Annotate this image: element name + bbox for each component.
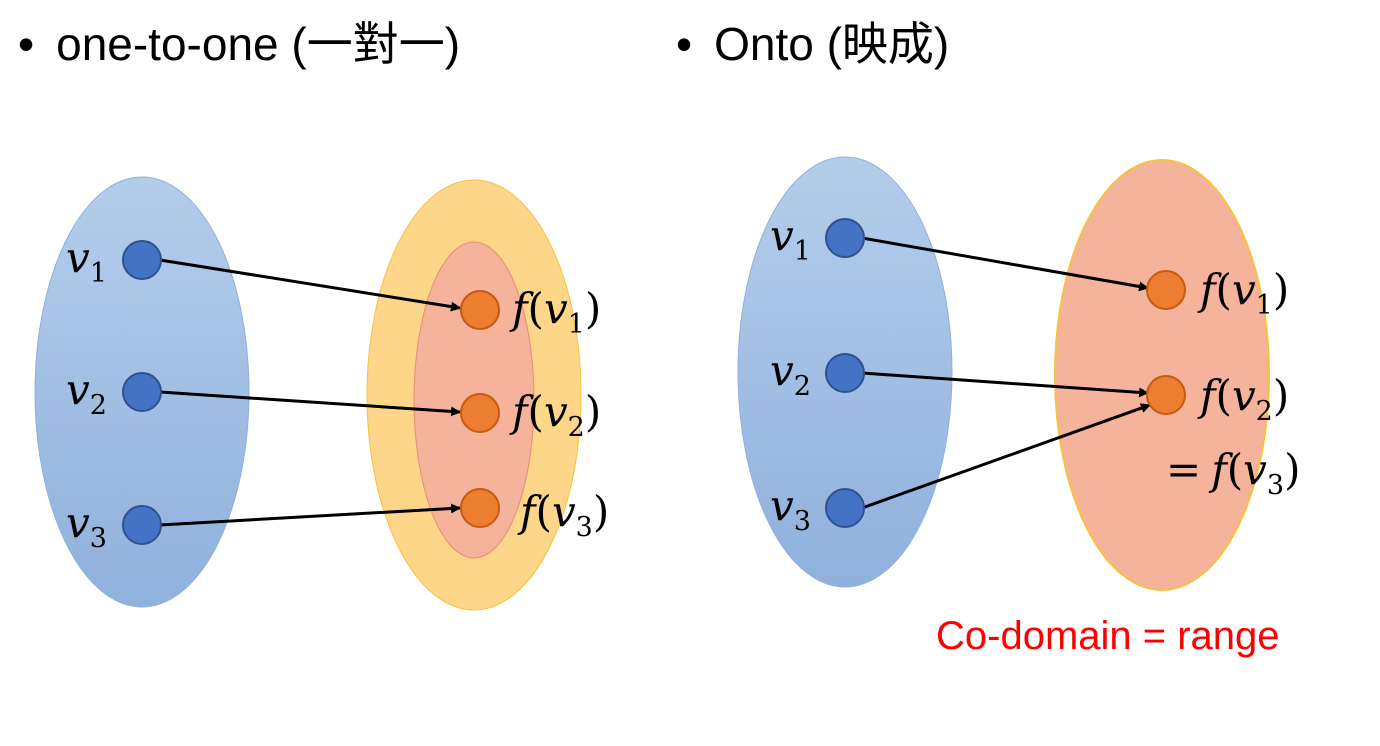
mapping-arrow bbox=[159, 258, 461, 312]
bullet-marker: • bbox=[18, 18, 35, 70]
domain-point bbox=[825, 353, 865, 393]
onto-diagram: v1 v2 v3 f(v1) f(v2) =f(v3) bbox=[737, 156, 1300, 591]
domain-label: v2 bbox=[66, 365, 107, 421]
bullet-marker: • bbox=[676, 18, 693, 70]
range-point bbox=[1146, 375, 1186, 415]
domain-label: v3 bbox=[66, 498, 107, 554]
image-label: f(v1) bbox=[1197, 265, 1289, 321]
range-point bbox=[460, 290, 500, 330]
one-to-one-diagram: v1 v2 v3 f(v1) f(v2) f(v3) bbox=[34, 176, 609, 611]
domain-label: v2 bbox=[770, 346, 811, 402]
mapping-arrow bbox=[861, 371, 1149, 398]
bullet-one-to-one: • one-to-one (一對一) bbox=[18, 8, 460, 74]
range-point bbox=[460, 393, 500, 433]
image-label: f(v3) bbox=[517, 487, 609, 543]
domain-label: v1 bbox=[770, 211, 811, 267]
codomain-range-note: Co-domain = range bbox=[936, 614, 1280, 658]
equals-label: =f(v3) bbox=[1166, 445, 1300, 501]
bullet-onto-text: Onto (映成) bbox=[714, 18, 950, 70]
domain-point bbox=[122, 372, 162, 412]
range-point bbox=[1146, 270, 1186, 310]
domain-point bbox=[122, 240, 162, 280]
range-point bbox=[460, 488, 500, 528]
domain-point bbox=[825, 488, 865, 528]
domain-label: v3 bbox=[770, 481, 811, 537]
mapping-arrow bbox=[861, 236, 1149, 292]
bullet-one-to-one-text: one-to-one (一對一) bbox=[56, 18, 461, 70]
image-label: f(v2) bbox=[509, 387, 601, 443]
domain-point bbox=[122, 505, 162, 545]
domain-label: v1 bbox=[66, 233, 107, 289]
mapping-arrow bbox=[861, 403, 1151, 510]
bullet-onto: • Onto (映成) bbox=[676, 8, 949, 74]
mapping-arrow bbox=[159, 390, 461, 417]
image-label: f(v2) bbox=[1197, 371, 1289, 427]
codomain-range-ellipse bbox=[1054, 159, 1270, 591]
domain-point bbox=[825, 218, 865, 258]
mapping-arrow bbox=[159, 503, 461, 527]
image-label: f(v1) bbox=[509, 284, 601, 340]
